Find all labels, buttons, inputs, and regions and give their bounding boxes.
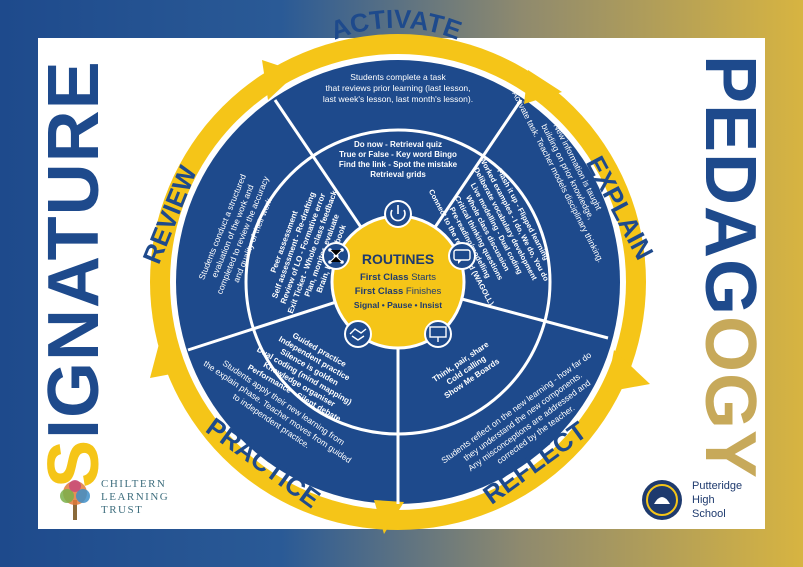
activate-item-1: Do now - Retrieval quiz: [354, 140, 442, 149]
arrow-activate-explain: [524, 70, 562, 104]
routines-line3: Signal • Pause • Insist: [354, 300, 442, 310]
svg-text:First Class Finishes: First Class Finishes: [355, 286, 442, 297]
tree-icon: [60, 480, 90, 520]
inner-divider-ring: [244, 128, 552, 436]
activate-desc-2: that reviews prior learning (last lesson…: [325, 83, 470, 93]
school-crest-icon: [642, 480, 682, 520]
activate-item-2: True or False - Key word Bingo: [339, 150, 457, 159]
putteridge-line-3: School: [692, 508, 726, 520]
arrow-explain-reflect: [606, 350, 650, 392]
arrow-practice-review: [150, 340, 182, 378]
putteridge-logo: Putteridge High School: [640, 478, 760, 523]
routines-line2-bold: First Class: [355, 286, 404, 297]
activate-item-4: Retrieval grids: [370, 170, 426, 179]
chiltern-line-3: TRUST: [101, 504, 144, 516]
routines-title: ROUTINES: [362, 251, 434, 267]
chiltern-logo: CHILTERN LEARNING TRUST: [55, 478, 195, 523]
arrow-reflect-practice: [374, 500, 404, 534]
putteridge-line-1: Putteridge: [692, 480, 743, 492]
handshake-icon: [344, 320, 372, 348]
activate-item-3: Find the link - Spot the mistake: [339, 160, 458, 169]
activate-desc-1: Students complete a task: [350, 72, 446, 82]
routines-line2-rest: Finishes: [406, 286, 442, 297]
activate-desc-3: last week's lesson, last month's lesson)…: [323, 94, 473, 104]
routines-line1-rest: Starts: [411, 272, 436, 283]
arrow-review-activate: [262, 60, 298, 100]
network-icon: [322, 242, 350, 270]
routines-line1-bold: First Class: [360, 272, 409, 283]
power-icon: [384, 200, 412, 228]
svg-text:First Class Starts: First Class Starts: [360, 272, 436, 283]
presentation-icon: [424, 320, 452, 348]
putteridge-line-2: High: [692, 494, 715, 506]
chiltern-line-2: LEARNING: [101, 491, 170, 503]
chiltern-line-1: CHILTERN: [101, 478, 167, 490]
chat-icon: [448, 242, 476, 270]
